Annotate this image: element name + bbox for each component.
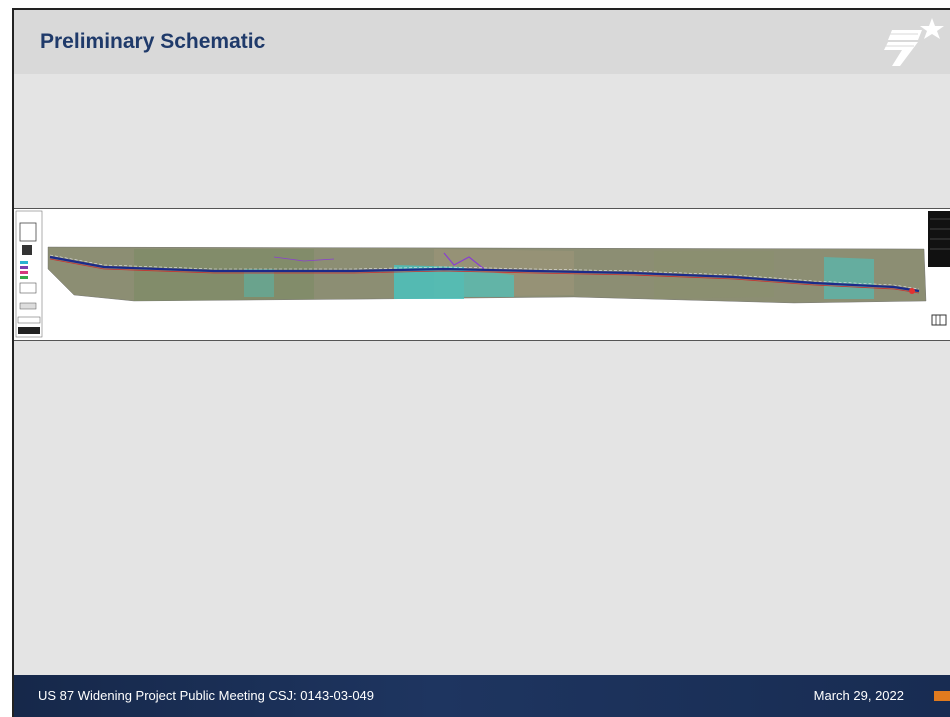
txdot-logo-icon xyxy=(882,18,944,66)
page-number-tab xyxy=(934,691,950,701)
slide-title: Preliminary Schematic xyxy=(40,30,266,53)
schematic-legend-block xyxy=(15,210,43,338)
slide-header: Preliminary Schematic xyxy=(14,10,950,74)
slide: Preliminary Schematic xyxy=(12,8,950,717)
footer-project-text: US 87 Widening Project Public Meeting CS… xyxy=(38,688,375,703)
slide-footer: US 87 Widening Project Public Meeting CS… xyxy=(14,675,950,717)
schematic-image xyxy=(14,208,950,341)
schematic-drawing xyxy=(15,210,950,338)
schematic-title-block xyxy=(928,211,950,326)
footer-date: March 29, 2022 xyxy=(813,688,904,703)
